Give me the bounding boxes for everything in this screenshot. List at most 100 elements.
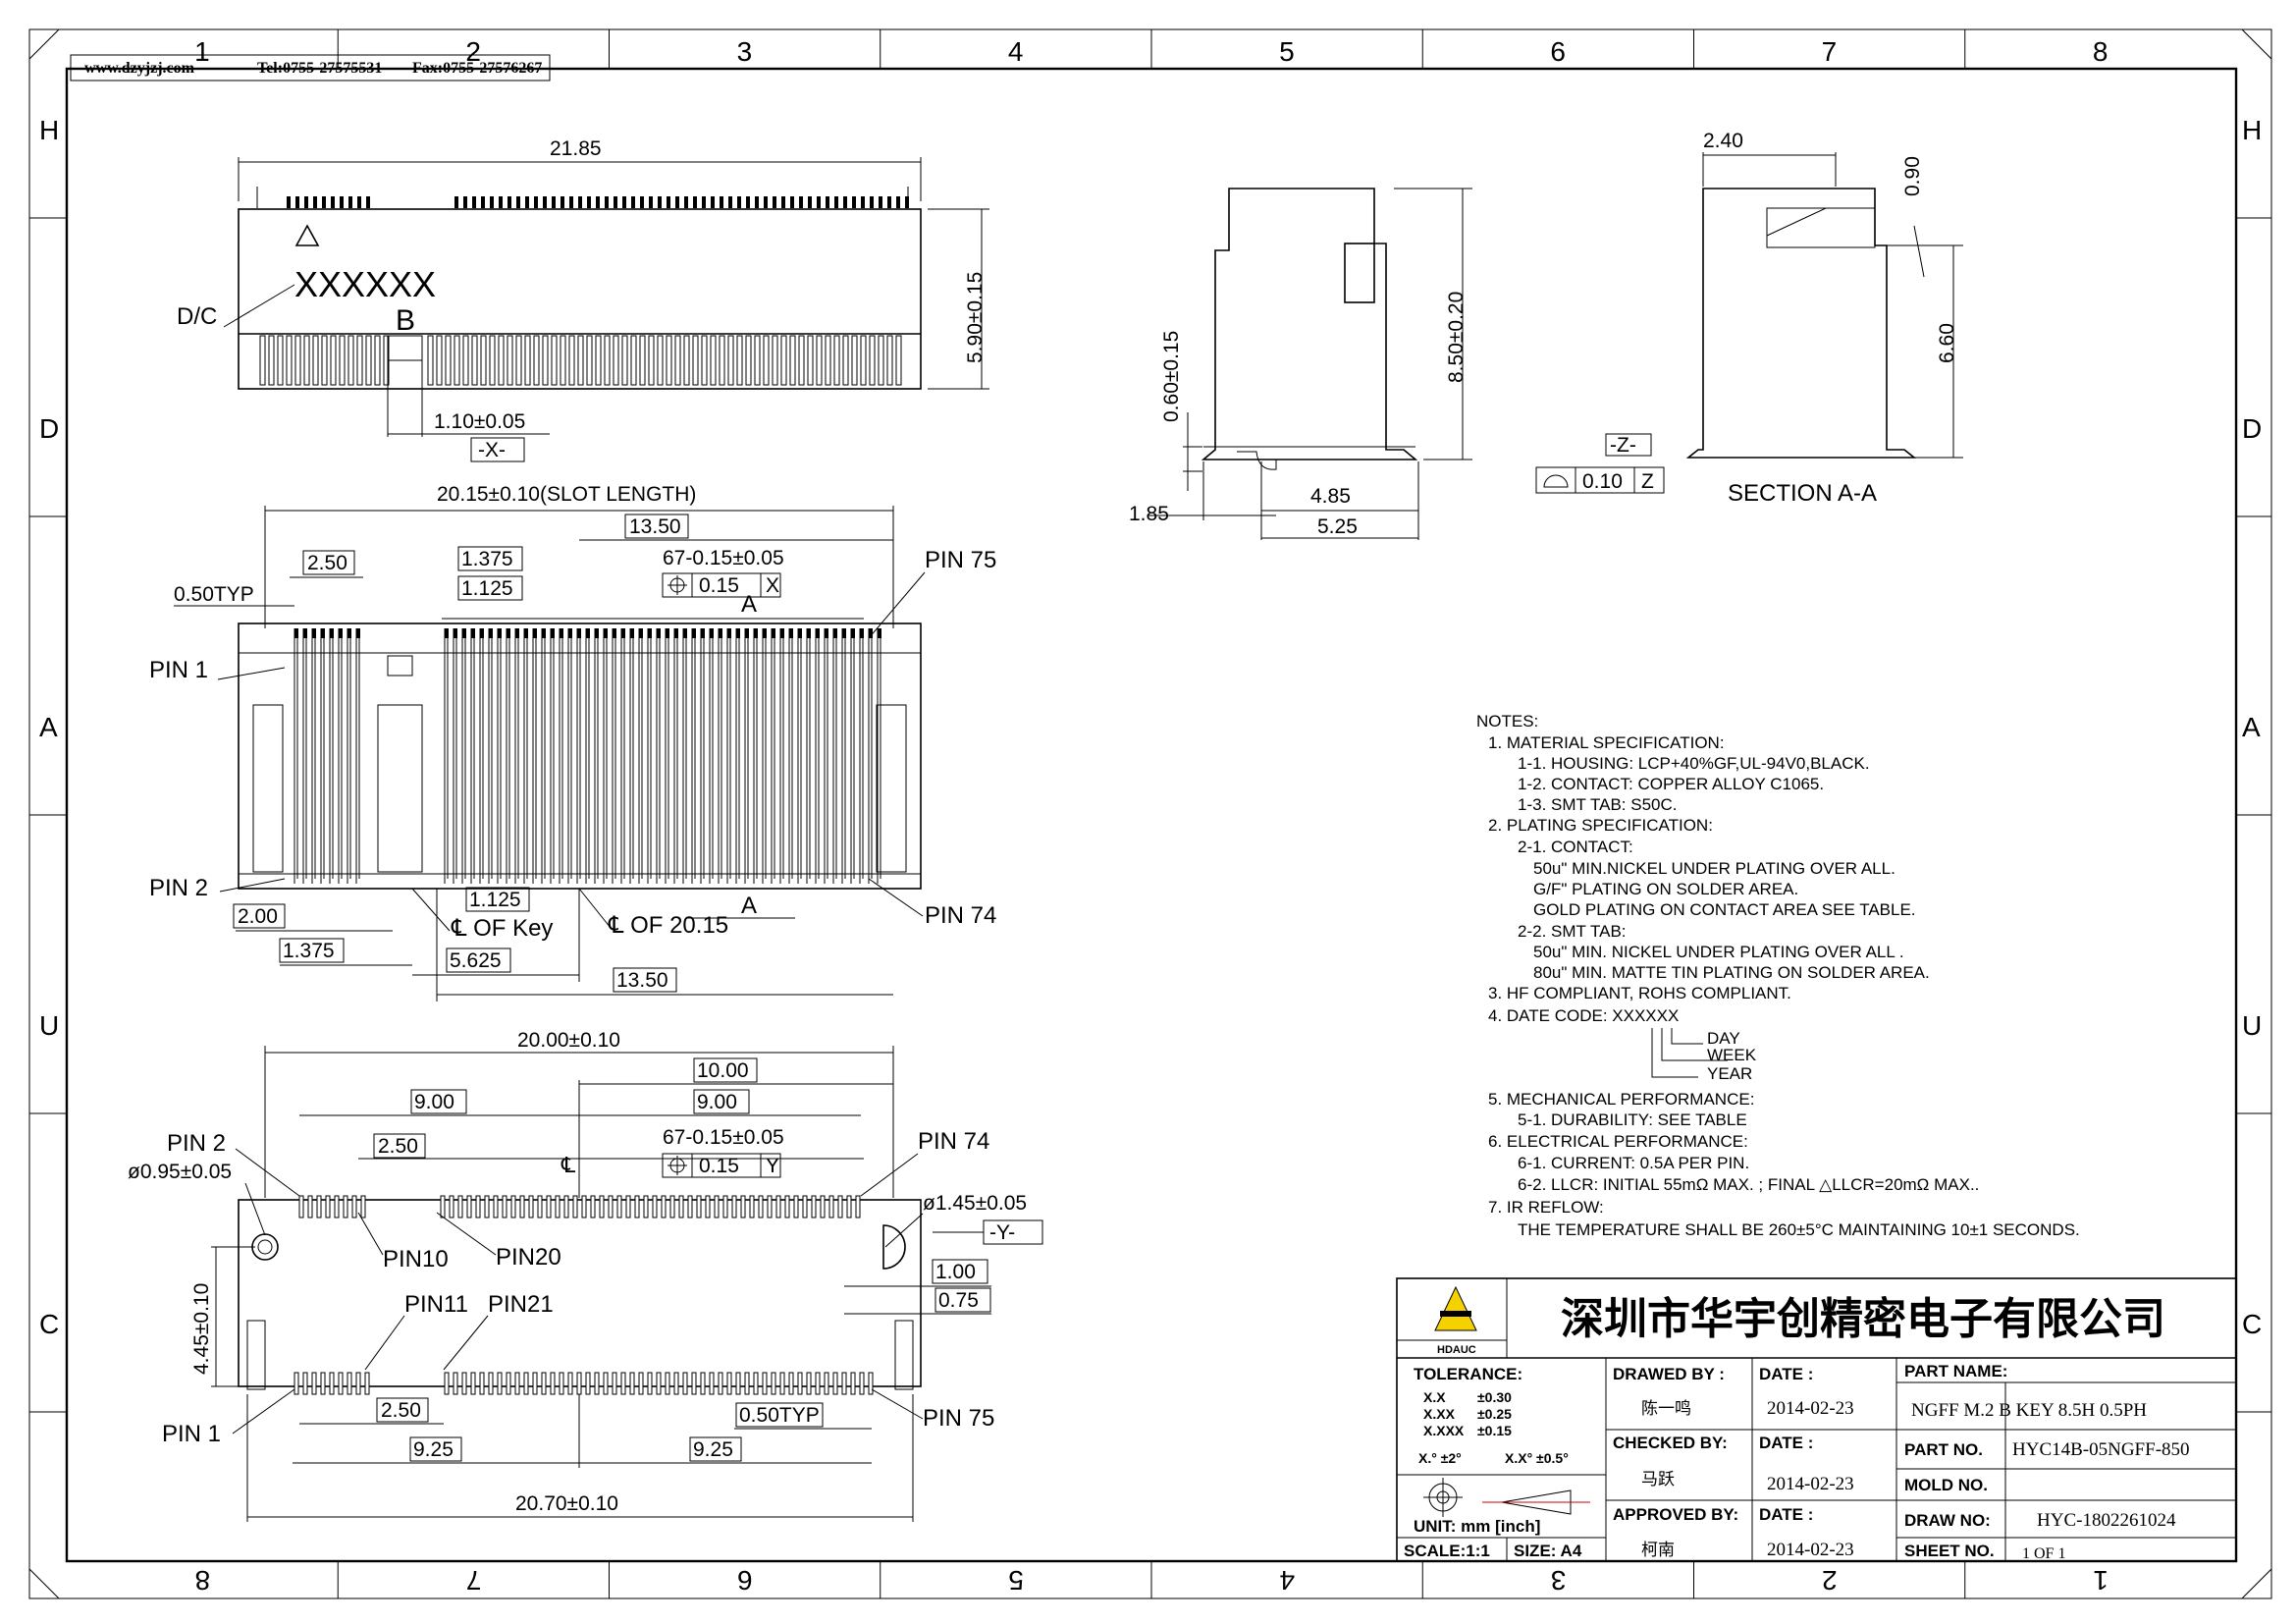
unit: UNIT: mm [inch] <box>1414 1517 1540 1536</box>
side-view: 8.50±0.20 0.60±0.15 1.85 4.85 5.25 <box>1129 188 1472 540</box>
dim-side-height: 8.50±0.20 <box>1445 292 1468 383</box>
drawn-by-label: DRAWED BY : <box>1613 1365 1725 1383</box>
section-mark-bottom: A <box>741 893 757 919</box>
date-label-1: DATE : <box>1759 1365 1813 1383</box>
pcb-pin2-label: PIN 2 <box>167 1130 226 1157</box>
key-letter: B <box>396 304 415 337</box>
approved-by: 柯南 <box>1641 1541 1675 1560</box>
dim-1-375-b: 1.375 <box>283 940 335 962</box>
part-no: HYC14B-05NGFF-850 <box>2012 1439 2190 1460</box>
dim-1-375: 1.375 <box>461 548 513 570</box>
datum-y: -Y- <box>989 1221 1015 1244</box>
date-code-label: D/C <box>177 303 217 330</box>
centerline-slot: ℄ OF 20.15 <box>608 912 728 939</box>
note-line: 1-3. SMT TAB: S50C. <box>1518 795 1678 814</box>
zone-left-H: H <box>39 115 59 145</box>
pin10-label: PIN10 <box>383 1246 449 1272</box>
dim-1-125-b: 1.125 <box>469 889 521 911</box>
company-name: 深圳市华宇创精密电子有限公司 <box>1561 1294 2165 1344</box>
zone-left-U: U <box>39 1010 59 1041</box>
note-line: 80u" MIN. MATTE TIN PLATING ON SOLDER AR… <box>1533 963 1930 982</box>
pcb-dim-20-00: 20.00±0.10 <box>517 1029 620 1052</box>
dim-2-00: 2.00 <box>238 905 278 928</box>
pcb-dim-9-00-a: 9.00 <box>414 1091 454 1113</box>
note-line: 6. ELECTRICAL PERFORMANCE: <box>1488 1132 1748 1151</box>
note-line: 7. IR REFLOW: <box>1488 1198 1604 1217</box>
hole-small: ø0.95±0.05 <box>128 1161 232 1183</box>
zone-right-H: H <box>2242 115 2262 145</box>
tol-key: X.XX <box>1423 1406 1456 1422</box>
zone-top-5: 5 <box>1279 36 1295 67</box>
pcb-pitch-count: 67-0.15±0.05 <box>663 1126 784 1149</box>
zone-left-D: D <box>39 413 59 444</box>
pin11-label: PIN11 <box>404 1291 468 1318</box>
note-line: G/F" PLATING ON SOLDER AREA. <box>1533 880 1798 898</box>
note-line: 6-2. LLCR: INITIAL 55mΩ MAX. ; FINAL △LL… <box>1518 1175 1979 1194</box>
zone-top-3: 3 <box>737 36 753 67</box>
note-line: YEAR <box>1707 1064 1752 1083</box>
date-2: 2014-02-23 <box>1767 1474 1854 1494</box>
angle-tol-b: X.X° ±0.5° <box>1505 1450 1569 1466</box>
pcb-pitch-typ: 0.50TYP <box>739 1404 820 1427</box>
dim-13-50-b: 13.50 <box>616 969 668 992</box>
tol-value: ±0.30 <box>1477 1389 1512 1405</box>
note-line: 6-1. CURRENT: 0.5A PER PIN. <box>1518 1154 1749 1172</box>
tolerance-label: TOLERANCE: <box>1414 1365 1522 1383</box>
company-logo: HDAUC <box>1434 1285 1477 1356</box>
note-line: 1-1. HOUSING: LCP+40%GF,UL-94V0,BLACK. <box>1518 754 1870 773</box>
dim-1-85: 1.85 <box>1129 503 1169 525</box>
pcb-pos-datum: Y <box>766 1155 779 1177</box>
draw-no-label: DRAW NO: <box>1904 1511 1991 1530</box>
zone-bottom-3: 3 <box>1551 1565 1567 1596</box>
dim-section-gap: 0.90 <box>1901 156 1924 196</box>
top-view: XXXXXX B D/C 21.85 5.90±0.15 1.10±0.05 -… <box>177 137 989 462</box>
header-strip: www.dzyjzj.com Tel:0755-27575531 Fax:075… <box>70 54 551 81</box>
phone: Tel:0755-27575531 <box>257 60 382 77</box>
date-1: 2014-02-23 <box>1767 1398 1854 1419</box>
note-line: 4. DATE CODE: XXXXXX <box>1488 1006 1679 1025</box>
zone-right-C: C <box>2242 1309 2262 1339</box>
note-line: 2-1. CONTACT: <box>1518 838 1633 856</box>
svg-text:℄: ℄ <box>561 1153 576 1177</box>
zone-bottom-8: 8 <box>195 1565 211 1596</box>
pin21-label: PIN21 <box>488 1291 554 1318</box>
tol-key: X.X <box>1423 1389 1446 1405</box>
note-line: 1-2. CONTACT: COPPER ALLOY C1065. <box>1518 775 1824 793</box>
top-pin-row <box>256 187 909 208</box>
pcb-pin1-label: PIN 1 <box>162 1421 221 1447</box>
dim-height: 5.90±0.15 <box>964 272 987 363</box>
zone-bottom-2: 2 <box>1822 1565 1838 1596</box>
note-line: 5. MECHANICAL PERFORMANCE: <box>1488 1090 1754 1109</box>
pcb-dim-2-50-b: 2.50 <box>381 1399 421 1422</box>
checked-by-label: CHECKED BY: <box>1613 1434 1728 1452</box>
size: SIZE: A4 <box>1514 1542 1582 1560</box>
checked-by: 马跃 <box>1641 1470 1675 1489</box>
note-line: WEEK <box>1707 1046 1757 1064</box>
zone-top-8: 8 <box>2093 36 2109 67</box>
dim-slot-length: 20.15±0.10(SLOT LENGTH) <box>437 483 696 506</box>
pcb-dim-20-70: 20.70±0.10 <box>515 1492 618 1515</box>
zone-left-C: C <box>39 1309 59 1339</box>
fax: Fax:0755-27576267 <box>412 60 542 77</box>
dim-2-50: 2.50 <box>307 552 347 574</box>
pin75-label: PIN 75 <box>925 547 996 573</box>
dim-5-25: 5.25 <box>1317 515 1358 538</box>
logo-text: HDAUC <box>1437 1344 1476 1356</box>
profile-datum: Z <box>1641 470 1654 493</box>
pin2-label: PIN 2 <box>149 875 208 901</box>
date-label-3: DATE : <box>1759 1505 1813 1524</box>
approved-by-label: APPROVED BY: <box>1613 1505 1738 1524</box>
front-view: 20.15±0.10(SLOT LENGTH) 13.50 2.50 1.375… <box>149 483 996 1001</box>
zone-ticks <box>29 29 2271 1598</box>
date-code-mark: XXXXXX <box>294 264 436 304</box>
part-no-label: PART NO. <box>1904 1440 1983 1459</box>
zone-bottom-1: 1 <box>2093 1565 2109 1596</box>
note-line: DAY <box>1707 1029 1740 1048</box>
dim-key-offset: 1.10±0.05 <box>434 410 525 433</box>
mold-no-label: MOLD NO. <box>1904 1476 1988 1494</box>
note-line: 50u" MIN.NICKEL UNDER PLATING OVER ALL. <box>1533 859 1896 878</box>
tol-value: ±0.15 <box>1477 1423 1512 1438</box>
datum-z: -Z- <box>1610 434 1636 457</box>
top-contacts <box>259 335 902 386</box>
